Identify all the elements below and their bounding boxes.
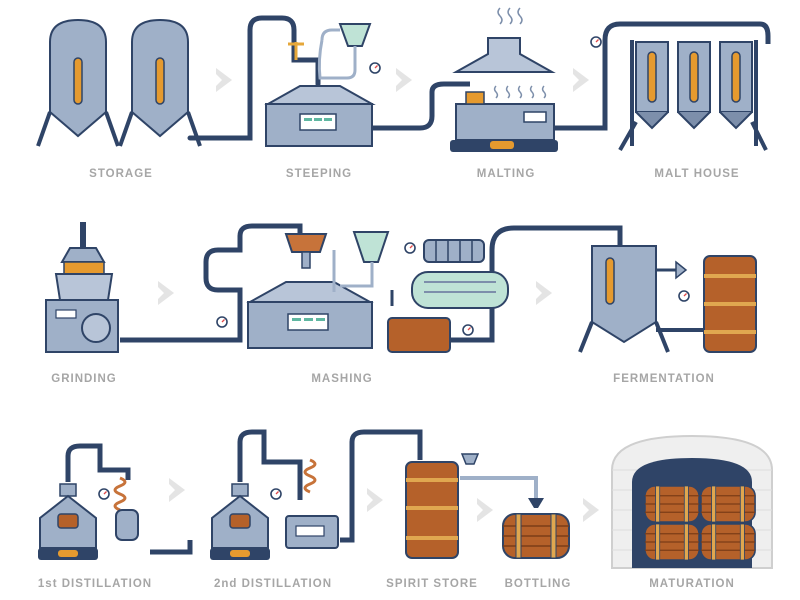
fermentation-vat (703, 255, 757, 353)
pot-still-1 (38, 476, 139, 560)
pot-still-2 (210, 458, 339, 560)
arrow-right-icon (536, 281, 552, 305)
storage-label: STORAGE (89, 168, 153, 180)
distillation-2-label: 2nd DISTILLATION (213, 578, 333, 590)
gauge-icon (216, 316, 228, 328)
pipe-row3e (460, 476, 538, 498)
malting-label: MALTING (476, 168, 536, 180)
steeping-vessel (264, 23, 381, 147)
spirit-store-label: SPIRIT STORE (386, 578, 478, 590)
pipe-steep-malt (370, 81, 470, 131)
pipe-row3c (237, 429, 303, 500)
maturation-label: MATURATION (649, 578, 735, 590)
fermentation-label: FERMENTATION (613, 373, 715, 385)
grinding-label: GRINDING (51, 373, 117, 385)
arrow-right-icon (573, 68, 589, 92)
arrow-right-icon (477, 498, 493, 522)
bottling-barrel (502, 498, 570, 559)
pipe-row1 (187, 15, 321, 141)
spirit-store-cask (405, 453, 480, 559)
arrow-right-icon (216, 68, 232, 92)
pipe-row3a (65, 443, 131, 482)
arrow-right-icon (169, 478, 185, 502)
arrow-right-icon (583, 498, 599, 522)
cooler (404, 239, 509, 309)
mash-tun (246, 231, 474, 353)
pipe-row2a (120, 223, 303, 343)
fermentation-tank (578, 245, 704, 353)
pipe-malt-house (555, 21, 771, 131)
steeping-label: STEEPING (285, 168, 353, 180)
arrow-right-icon (367, 488, 383, 512)
bottling-label: BOTTLING (504, 578, 572, 590)
pipe-row2b (410, 225, 623, 343)
arrow-right-icon (396, 68, 412, 92)
mashing-label: MASHING (311, 373, 373, 385)
malt-house-silos (590, 36, 768, 151)
distillation-1-label: 1st DISTILLATION (37, 578, 153, 590)
malting-kiln (450, 7, 558, 152)
malt-house-label: MALT HOUSE (654, 168, 740, 180)
grinding-mill (45, 222, 119, 353)
pipe-row3b (150, 540, 193, 555)
storage-tanks (36, 18, 202, 147)
maturation-cellar (611, 434, 773, 569)
pipe-row3d (340, 429, 423, 543)
arrow-right-icon (158, 281, 174, 305)
